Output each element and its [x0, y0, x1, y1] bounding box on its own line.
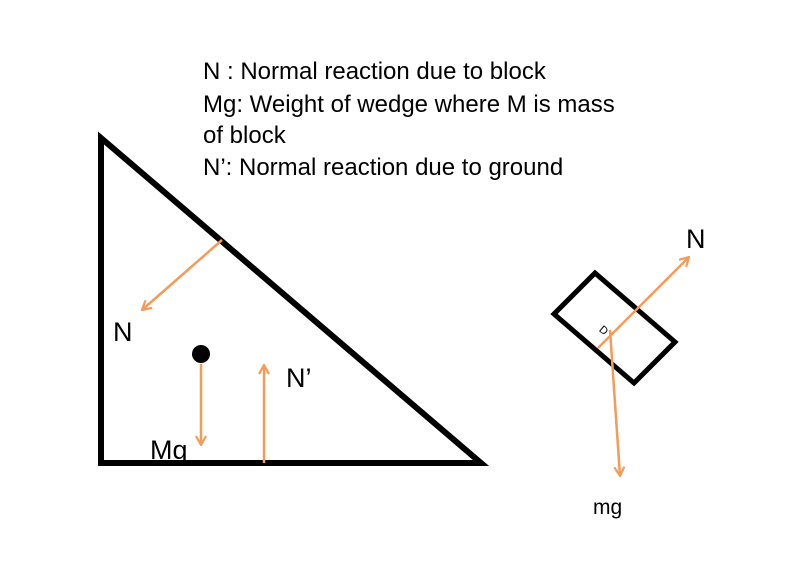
legend-normal-block: N : Normal reaction due to block: [203, 58, 547, 85]
legend-weight-wedge-cont: of block: [203, 122, 287, 149]
ground-reaction-label: N’: [286, 363, 312, 393]
wedge-triangle: [98, 131, 490, 466]
block-normal-label: N: [686, 224, 706, 254]
block-rectangle: [550, 269, 679, 387]
wedge-center-of-mass: [192, 345, 210, 363]
wedge-normal-arrow: [140, 239, 223, 312]
legend-normal-ground: N’: Normal reaction due to ground: [203, 154, 563, 181]
legend: N : Normal reaction due to block Mg: Wei…: [203, 58, 615, 181]
block-normal-arrow: [597, 255, 691, 349]
block-weight-label: mg: [593, 496, 622, 519]
wedge-normal-label: N: [113, 317, 133, 347]
legend-weight-wedge: Mg: Weight of wedge where M is mass: [203, 91, 615, 118]
block-center-mark: D: [596, 324, 610, 338]
block-weight-arrow: [608, 329, 626, 478]
wedge-weight-label: Mg: [150, 435, 188, 465]
